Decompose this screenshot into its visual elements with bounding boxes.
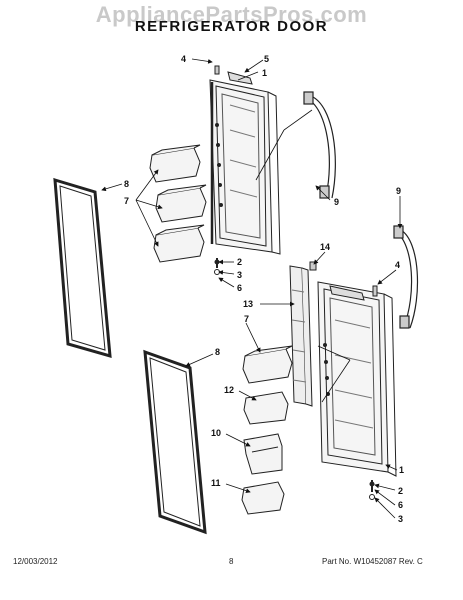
callout-10: 10 xyxy=(211,428,221,438)
callout-7: 7 xyxy=(124,196,129,206)
callout-2: 2 xyxy=(237,257,242,267)
center-mullion xyxy=(289,265,313,407)
callout-13: 13 xyxy=(243,299,253,309)
upper-hinge-hardware xyxy=(214,65,220,275)
leader-lines xyxy=(101,58,403,519)
callout-6-lower: 6 xyxy=(398,500,403,510)
callout-8-lower: 8 xyxy=(215,347,220,357)
callout-14: 14 xyxy=(320,242,330,252)
lower-door-assembly xyxy=(317,281,397,477)
callout-3: 3 xyxy=(237,270,242,280)
callout-1-lower: 1 xyxy=(399,465,404,475)
lower-door-gasket xyxy=(143,349,207,535)
upper-door-assembly xyxy=(209,71,281,255)
footer-date: 12/003/2012 xyxy=(13,557,58,566)
callout-4-lower: 4 xyxy=(395,260,400,270)
callout-4: 4 xyxy=(181,54,186,64)
callout-labels: 4 5 1 8 7 9 2 3 6 9 14 13 4 7 8 12 10 11… xyxy=(124,54,404,524)
footer-page-number: 8 xyxy=(229,557,234,566)
callout-11: 11 xyxy=(211,478,221,488)
callout-6: 6 xyxy=(237,283,242,293)
lower-door-bins xyxy=(241,345,293,515)
callout-8: 8 xyxy=(124,179,129,189)
door-cap xyxy=(227,71,253,85)
callout-12: 12 xyxy=(224,385,234,395)
upper-door-gasket xyxy=(53,177,112,359)
diagram-title: REFRIGERATOR DOOR xyxy=(134,18,329,35)
callout-3-lower: 3 xyxy=(398,514,403,524)
callout-5: 5 xyxy=(264,54,269,64)
lower-door-handle xyxy=(393,225,419,329)
upper-door-bins xyxy=(149,144,207,263)
watermark: AppliancePartsPros.com xyxy=(95,2,368,27)
callout-9-lower: 9 xyxy=(396,186,401,196)
callout-1: 1 xyxy=(262,68,267,78)
callout-2-lower: 2 xyxy=(398,486,403,496)
upper-door-handle xyxy=(303,91,336,199)
callout-9: 9 xyxy=(334,197,339,207)
callout-7-lower: 7 xyxy=(244,314,249,324)
footer-part-number: Part No. W10452087 Rev. C xyxy=(322,557,423,566)
